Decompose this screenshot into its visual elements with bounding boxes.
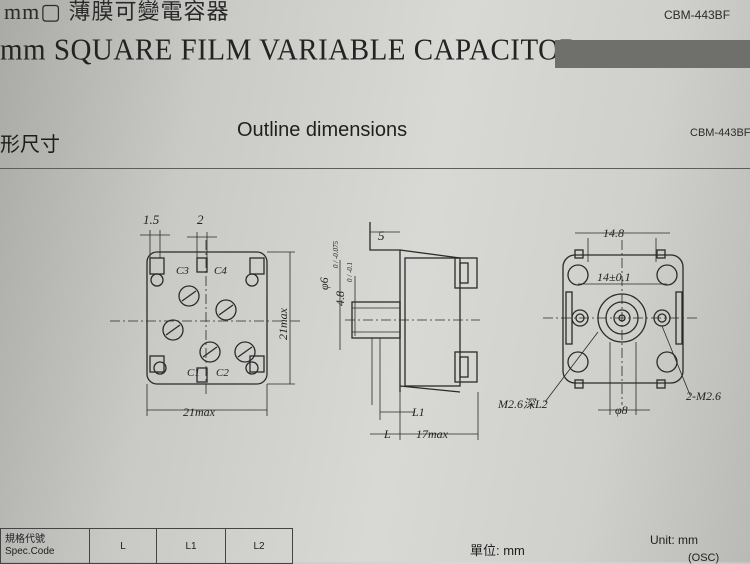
spec-col-l2: L2: [225, 528, 293, 564]
front-dim-width: 21max: [183, 405, 216, 419]
rear-dim-top-width: 14.8: [603, 226, 624, 240]
rear-view: [543, 232, 700, 415]
front-dim-pitch1: 1.5: [143, 212, 160, 227]
model-number-top: CBM-443BF: [664, 8, 731, 22]
model-number-section: CBM-443BF: [690, 127, 750, 139]
section-divider: [0, 168, 750, 169]
front-dim-height: 21max: [276, 307, 290, 340]
section-heading-cjk: 形尺寸: [0, 134, 60, 156]
side-shaft-dia: φ6: [317, 277, 331, 290]
front-label-c4: C4: [214, 265, 227, 277]
side-dim-depth: 17max: [416, 427, 449, 441]
side-dim-l: L: [383, 427, 391, 441]
spec-col-l1: L1: [156, 528, 226, 564]
page-title: mm SQUARE FILM VARIABLE CAPACITOR: [0, 33, 580, 67]
unit-label-en: Unit: mm: [650, 533, 698, 547]
unit-label-cjk: 單位: mm: [470, 543, 525, 558]
section-heading: Outline dimensions: [237, 119, 408, 141]
osc-label: (OSC): [688, 552, 720, 564]
side-dim-l1: L1: [411, 405, 425, 419]
rear-dim-bore: φ8: [615, 403, 628, 417]
spec-table: 規格代號 Spec.Code L L1 L2: [0, 528, 293, 564]
side-view: [339, 222, 480, 440]
title-bar-decoration: [555, 40, 750, 68]
spec-code-header: 規格代號 Spec.Code: [0, 528, 90, 564]
front-label-c1: C1: [187, 367, 200, 379]
front-label-c3: C3: [176, 265, 189, 277]
header-cut-title: mm▢ 薄膜可變電容器: [4, 0, 230, 24]
side-dim-5: 5: [378, 228, 385, 243]
spec-code-label-cjk: 規格代號: [5, 534, 45, 545]
front-label-c2: C2: [216, 367, 229, 379]
rear-screw-right: 2-M2.6: [686, 389, 721, 403]
side-hub-tol: 0 / -0.1: [346, 262, 354, 282]
spec-col-l: L: [89, 528, 157, 564]
rear-dim-hole-pitch: 14±0.1: [597, 270, 631, 284]
rear-screw-left: M2.6深L2: [497, 397, 548, 411]
front-dim-pitch2: 2: [197, 212, 204, 227]
spec-code-label-en: Spec.Code: [5, 546, 55, 557]
side-shaft-tol: 0 / -0.075: [332, 240, 340, 268]
side-hub-dia: 4.8: [333, 291, 347, 306]
front-view: [110, 230, 300, 416]
